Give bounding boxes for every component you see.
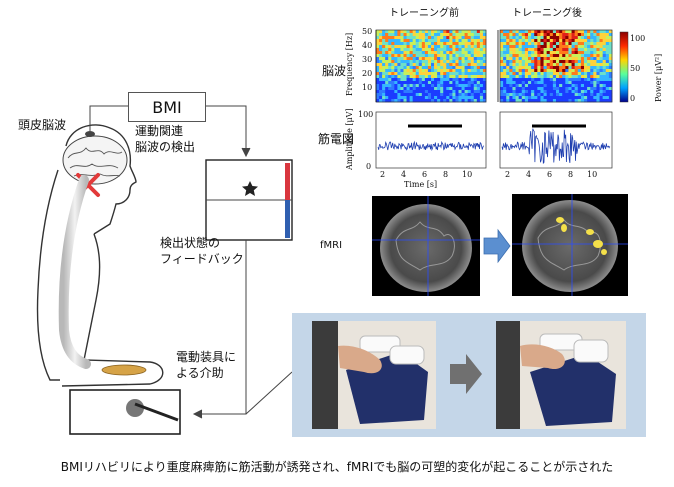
emg-trace-before [375, 111, 487, 169]
fmri-before [372, 196, 480, 296]
emg-before-x-tick: 2 [380, 170, 386, 179]
star-icon [242, 181, 258, 196]
scalp-electrode [85, 131, 95, 137]
signal-flow-lines [89, 105, 293, 419]
fmri-row-label: fMRI [320, 240, 343, 251]
emg-y-tick: 0 [366, 162, 372, 171]
spectrogram-y-axis-label: Frequency [Hz] [345, 32, 354, 96]
device-box [69, 389, 181, 435]
feedback-label-line2: フィードバック [160, 252, 244, 266]
scalp-eeg-label: 頭皮脳波 [18, 118, 67, 132]
colorbar-label: Power [μV²] [654, 53, 663, 102]
emg-y-tick: 100 [358, 110, 374, 119]
fmri-after [512, 194, 628, 296]
emg-after-x-tick: 8 [568, 170, 574, 179]
column-before-title: トレーニング前 [389, 8, 459, 19]
detection-label-line1: 運動関連 [135, 124, 184, 138]
emg-before-x-tick: 8 [443, 170, 449, 179]
fmri-activation-spots [556, 217, 607, 255]
emg-row-label: 筋電図 [318, 132, 355, 146]
emg-before-x-tick: 10 [462, 170, 473, 179]
emg-after-x-tick: 10 [587, 170, 598, 179]
bmi-label: BMI [152, 97, 182, 117]
spectrogram-y-tick: 40 [362, 41, 373, 50]
spectrogram-after [499, 29, 613, 103]
spectrogram-axis [375, 30, 499, 102]
body-outline [36, 169, 60, 381]
emg-y-axis-label: Amplitude [μV] [345, 108, 354, 170]
photo-orthosis-before [312, 321, 436, 429]
detection-label-line2: 脳波の検出 [135, 140, 196, 154]
colorbar-tick: 0 [630, 94, 636, 103]
bmi-box: BMI [128, 92, 206, 122]
column-after-title: トレーニング後 [512, 8, 582, 19]
photo-orthosis-after [496, 321, 626, 429]
colorbar-tick: 100 [630, 34, 646, 43]
spinal-pathway [58, 175, 91, 369]
feedback-label-line1: 検出状態の [160, 236, 221, 250]
colorbar-tick: 50 [630, 64, 641, 73]
eeg-row-label: 脳波 [322, 64, 347, 78]
device-motor [126, 399, 144, 417]
emg-after-x-tick: 4 [526, 170, 532, 179]
spectrogram-y-tick: 10 [362, 83, 373, 92]
emg-trace-after [499, 111, 613, 169]
emg-x-axis-label: Time [s] [404, 180, 438, 189]
feedback-blue-bar [285, 200, 290, 238]
emg-before-x-tick: 4 [401, 170, 407, 179]
feedback-monitor [205, 159, 293, 241]
emg-after-x-tick: 6 [547, 170, 553, 179]
arrow-right-icon [450, 354, 482, 394]
device-label-line1: 電動装具に [176, 350, 237, 364]
spectrogram-y-tick: 50 [362, 27, 373, 36]
head-outline [65, 124, 137, 235]
spectrogram-before [375, 29, 487, 103]
patient-illustration [36, 124, 181, 435]
figure-caption: BMIリハビリにより重度麻痺筋に筋活動が誘発され、fMRIでも脳の可塑的変化が起… [60, 460, 614, 474]
spectrogram-y-tick: 30 [362, 55, 373, 64]
emg-after-x-tick: 2 [505, 170, 511, 179]
arrow-right-icon [483, 228, 511, 264]
device-label-line2: よる介助 [176, 366, 224, 380]
feedback-red-bar [285, 163, 290, 200]
forearm-muscle [101, 364, 147, 376]
emg-before-x-tick: 6 [422, 170, 428, 179]
spectrogram-y-tick: 20 [362, 69, 373, 78]
brain-illustration [62, 135, 128, 185]
power-colorbar [619, 31, 629, 103]
